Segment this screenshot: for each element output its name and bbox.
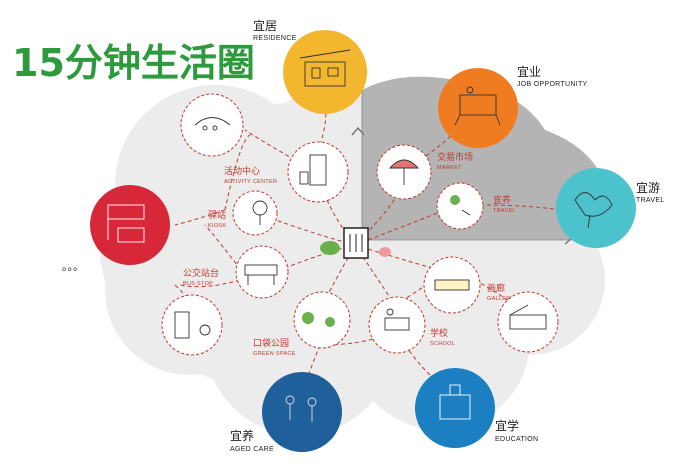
job-sketch-icon [454, 86, 501, 126]
node-kiosk: 驿站 KIOSK [208, 190, 278, 236]
aged-care-label-en: AGED CARE [230, 446, 274, 453]
building-sketch-icon [299, 154, 327, 186]
bus-label-cn: 公交站台 [183, 267, 219, 279]
bus-label-en: BUS STOP [183, 281, 213, 287]
residence-sketch-icon [299, 49, 351, 87]
category-residence: 宜居 RESIDENCE [253, 18, 367, 114]
shelf-sketch-icon [174, 311, 211, 339]
travel-circle [556, 168, 636, 248]
node-bus-stop: 公交站台 BUS STOP [183, 245, 289, 299]
job-circle [438, 68, 518, 148]
bus-stop-sketch-icon [244, 264, 278, 285]
node-gallery: 画廊 GALLERY [423, 256, 514, 314]
gallery-label-en: GALLERY [487, 296, 514, 302]
node-school: 学校 SCHOOL [368, 296, 455, 354]
node-activity-center: 活动中心 ACTIVITY CENTER [224, 141, 349, 203]
aged-care-circle [262, 372, 342, 452]
job-label-cn: 宜业 [517, 64, 541, 79]
education-label-cn: 宜学 [495, 418, 519, 433]
node-travel: 宜养 TRAVEL [436, 182, 516, 230]
aged-care-label-cn: 宜养 [230, 428, 254, 443]
node-gallery-sketch [497, 291, 559, 353]
aged-care-sketch-icon [285, 395, 317, 422]
page-title: 15分钟生活圈 [12, 41, 255, 85]
category-kiosk-red [90, 185, 170, 265]
category-job: 宜业 JOB OPPORTUNITY [438, 64, 588, 148]
shaded-business-zone [362, 76, 612, 241]
residence-label-cn: 宜居 [253, 18, 277, 33]
travel-sketch-icon [574, 192, 613, 229]
travel-node-label-cn: 宜养 [493, 194, 511, 206]
residence-circle [283, 30, 367, 114]
node-residence-sketch [180, 93, 244, 157]
market-umbrella-icon [389, 159, 419, 185]
picnic-sketch-icon [450, 195, 471, 216]
node-market: 交易市场 MARKET [376, 144, 473, 200]
green-label-en: GREEN SPACE [253, 351, 296, 357]
category-education: 宜学 EDUCATION [415, 368, 538, 448]
travel-node-label-en: TRAVEL [493, 208, 516, 214]
kiosk-label-cn: 驿站 [208, 209, 226, 221]
travel-label-en: TRAVEL [636, 197, 665, 204]
green-label-cn: 口袋公园 [253, 337, 289, 349]
residence-label-en: RESIDENCE [253, 35, 297, 42]
job-label-en: JOB OPPORTUNITY [517, 81, 588, 88]
activity-label-en: ACTIVITY CENTER [224, 179, 277, 185]
ellipsis-text: 。。。 [62, 260, 84, 273]
node-green-space: 口袋公园 GREEN SPACE [253, 291, 351, 357]
park-tree-icon [302, 312, 335, 327]
tree-sketch-icon [252, 200, 268, 225]
education-label-en: EDUCATION [495, 436, 538, 443]
gallery-sketch-icon [434, 279, 470, 291]
node-bench-sketch [161, 294, 223, 356]
gallery-label-cn: 画廊 [487, 282, 505, 294]
education-sketch-icon [439, 384, 471, 420]
center-building-icon [320, 227, 391, 259]
activity-label-cn: 活动中心 [224, 165, 260, 177]
storefront-sketch-icon [509, 304, 547, 330]
category-aged-care: 宜养 AGED CARE [230, 372, 342, 453]
market-label-cn: 交易市场 [437, 151, 473, 163]
market-label-en: MARKET [437, 165, 462, 171]
travel-label-cn: 宜游 [636, 180, 660, 195]
classroom-sketch-icon [384, 308, 410, 331]
kiosk-label-en: KIOSK [208, 223, 226, 229]
arrow-marker-icon [351, 126, 365, 136]
category-travel: 宜游 TRAVEL [556, 168, 665, 248]
school-label-en: SCHOOL [430, 341, 455, 347]
school-label-cn: 学校 [430, 327, 448, 339]
education-circle [415, 368, 495, 448]
kiosk-sketch-icon [107, 204, 145, 243]
chair-sketch-icon [194, 117, 231, 131]
kiosk-red-circle [90, 185, 170, 265]
